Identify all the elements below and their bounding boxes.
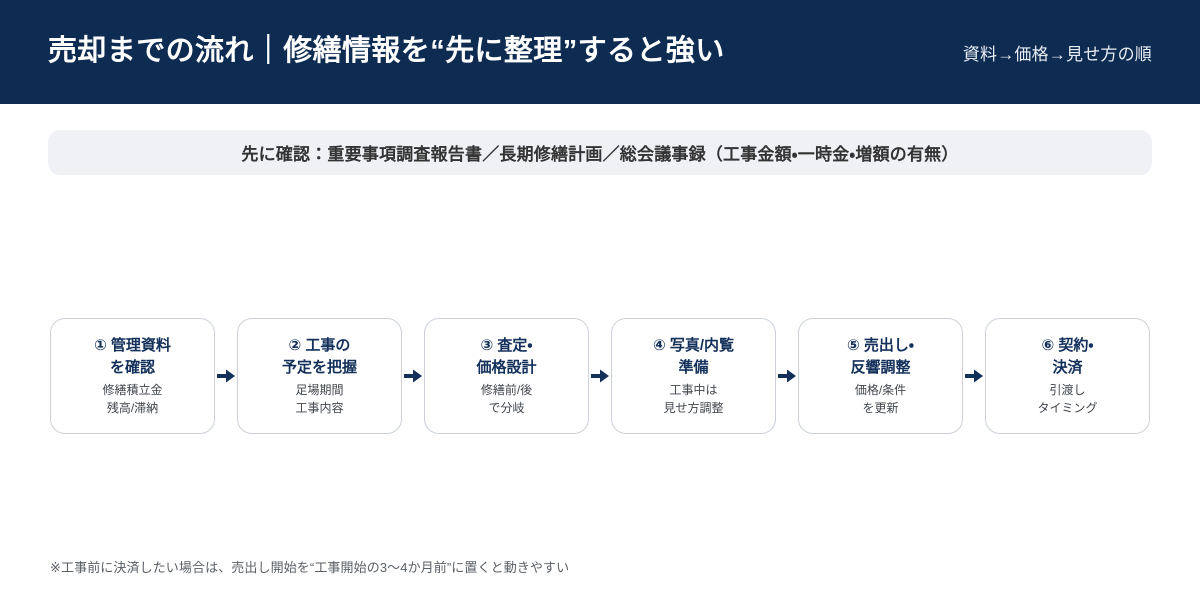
step-card-5[interactable]: ⑤ 売出し・ 反響調整 価格/条件 を更新 [798, 318, 963, 434]
step-subtitle: 足場期間 工事内容 [295, 383, 344, 416]
arrow-right-icon-3 [589, 365, 611, 387]
step-subtitle: 修繕積立金 残高/滞納 [102, 383, 163, 416]
header-note: 資料→価格→見せ方の順 [962, 44, 1152, 64]
checklist-banner: 先に確認：重要事項調査報告書／長期修繕計画／総会議事録（工事金額・一時金・増額の… [48, 130, 1152, 175]
step-card-2[interactable]: ② 工事の 予定を把握 足場期間 工事内容 [237, 318, 402, 434]
step-title: ⑤ 売出し・ 反響調整 [847, 336, 914, 376]
step-subtitle: 引渡し タイミング [1037, 383, 1098, 416]
step-card-6[interactable]: ⑥ 契約・ 決済 引渡し タイミング [985, 318, 1150, 434]
step-title: ② 工事の 予定を把握 [281, 336, 357, 376]
step-card-3[interactable]: ③ 査定・ 価格設計 修繕前/後 で分岐 [424, 318, 589, 434]
step-title: ⑥ 契約・ 決済 [1041, 336, 1094, 376]
page-title: 売却までの流れ｜修繕情報を“先に整理”すると強い [48, 35, 725, 68]
step-subtitle: 修繕前/後 で分岐 [480, 383, 533, 416]
arrow-right-icon-5 [963, 365, 985, 387]
step-card-4[interactable]: ④ 写真/内覧 準備 工事中は 見せ方調整 [611, 318, 776, 434]
footnote: ※工事前に決済したい場合は、売出し開始を“工事開始の3〜4か月前”に置くと動きや… [50, 560, 570, 575]
arrow-right-icon-2 [402, 365, 424, 387]
step-subtitle: 工事中は 見せ方調整 [663, 383, 724, 416]
header-bar: 売却までの流れ｜修繕情報を“先に整理”すると強い 資料→価格→見せ方の順 [0, 0, 1200, 104]
step-title: ④ 写真/内覧 準備 [652, 336, 735, 376]
arrow-right-icon-1 [215, 365, 237, 387]
step-subtitle: 価格/条件 を更新 [854, 383, 907, 416]
checklist-banner-text: 先に確認：重要事項調査報告書／長期修繕計画／総会議事録（工事金額・一時金・増額の… [241, 145, 959, 164]
step-card-1[interactable]: ① 管理資料 を確認 修繕積立金 残高/滞納 [50, 318, 215, 434]
step-title: ③ 査定・ 価格設計 [476, 336, 537, 376]
process-flow: ① 管理資料 を確認 修繕積立金 残高/滞納 ② 工事の 予定を把握 足場期間 … [50, 317, 1150, 435]
step-title: ① 管理資料 を確認 [94, 336, 171, 376]
arrow-right-icon-4 [776, 365, 798, 387]
